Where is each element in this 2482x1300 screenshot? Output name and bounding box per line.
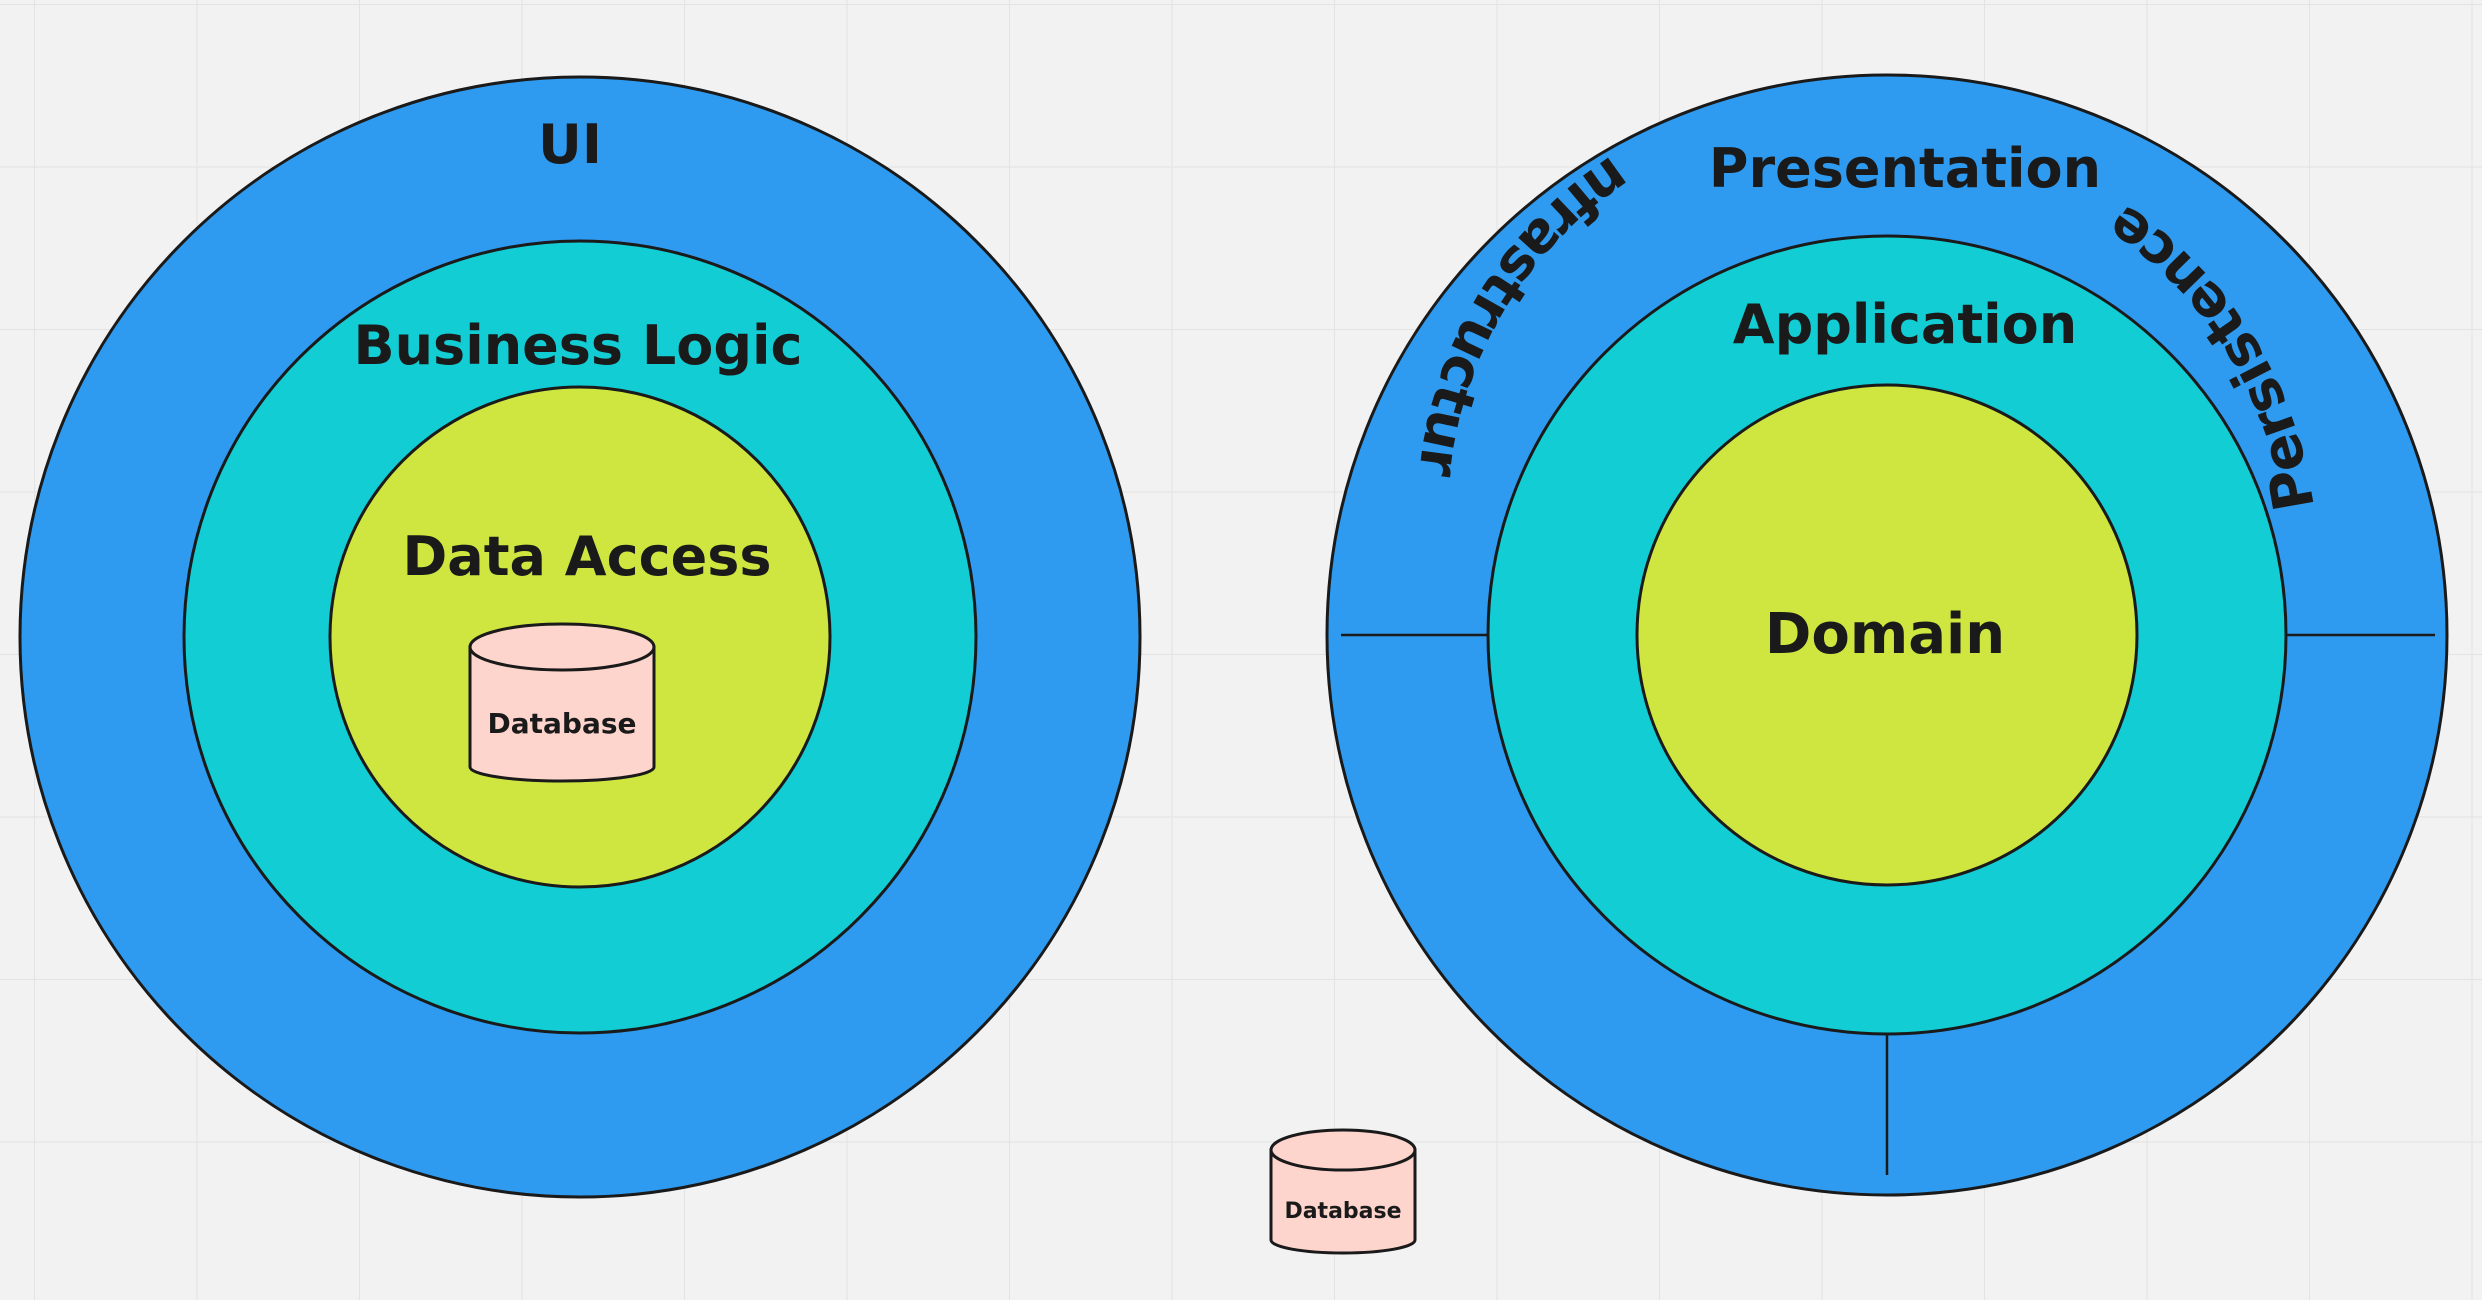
domain-layer-label: Domain bbox=[1765, 602, 2005, 667]
layered-architecture-diagram: UI Business Logic Data Access Database bbox=[18, 75, 1142, 1199]
data-access-layer-label: Data Access bbox=[402, 525, 771, 588]
business-logic-layer-label: Business Logic bbox=[353, 314, 802, 377]
database-label: Database bbox=[487, 707, 636, 740]
domain-circle[interactable] bbox=[1635, 383, 2139, 887]
standalone-database-cylinder[interactable]: Database bbox=[1269, 1128, 1417, 1255]
standalone-database-label: Database bbox=[1284, 1199, 1401, 1224]
ui-layer-label: UI bbox=[538, 113, 602, 176]
onion-architecture-diagram: Presentation Application Domain Persiste… bbox=[1325, 73, 2482, 1300]
database-cylinder[interactable]: Database bbox=[468, 622, 656, 783]
presentation-layer-label: Presentation bbox=[1709, 137, 2101, 200]
application-layer-label: Application bbox=[1733, 293, 2077, 356]
